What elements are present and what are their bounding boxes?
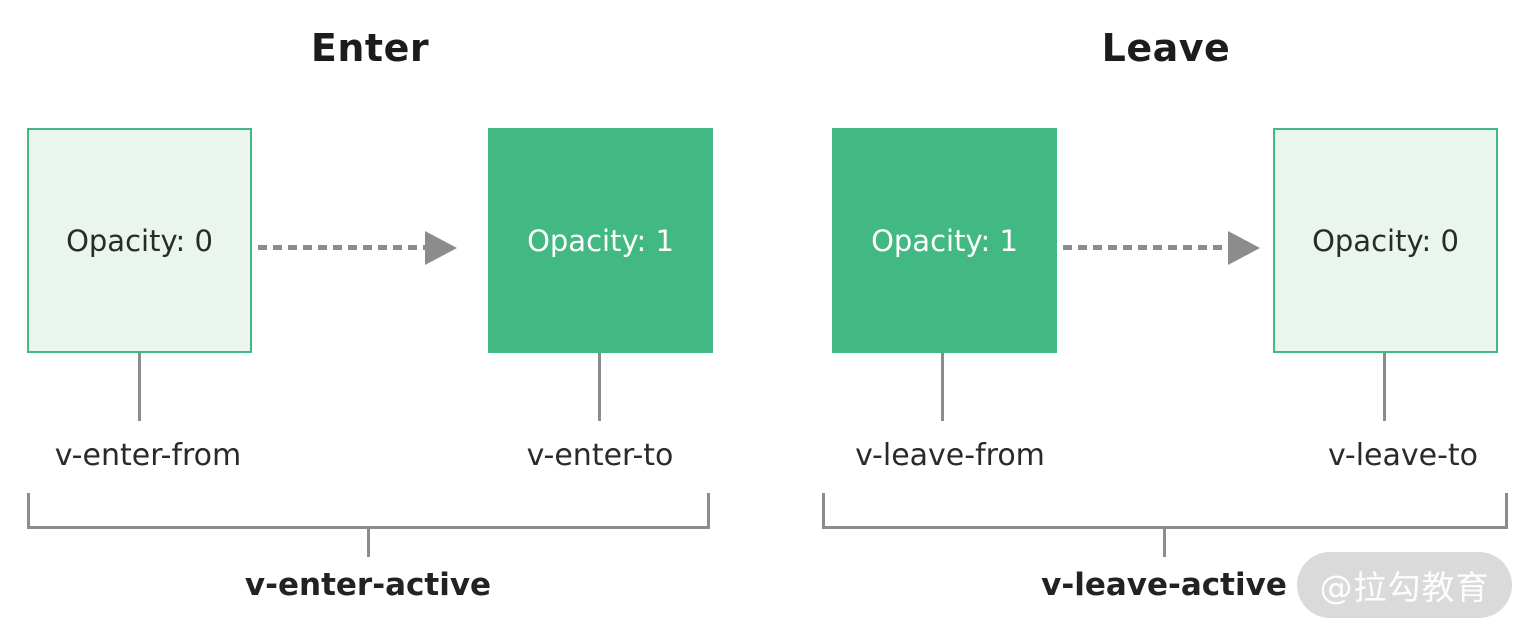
enter-bracket-left-tick xyxy=(27,493,30,529)
enter-active-class-label: v-enter-active xyxy=(244,567,492,603)
leave-from-box-label: Opacity: 1 xyxy=(871,223,1018,258)
enter-from-box: Opacity: 0 xyxy=(27,128,252,353)
enter-from-class-label: v-enter-from xyxy=(54,438,242,473)
leave-to-class-label: v-leave-to xyxy=(1327,438,1479,473)
leave-dashed-arrow-line xyxy=(1063,245,1228,250)
leave-arrow-head-icon xyxy=(1228,231,1260,265)
enter-dashed-arrow-line xyxy=(258,245,425,250)
enter-bracket-right-tick xyxy=(707,493,710,529)
leave-from-box: Opacity: 1 xyxy=(832,128,1057,353)
leave-to-connector xyxy=(1383,353,1386,421)
enter-to-class-label: v-enter-to xyxy=(526,438,674,473)
leave-to-box-label: Opacity: 0 xyxy=(1312,223,1459,258)
leave-bracket-stem xyxy=(1163,526,1166,557)
enter-to-box: Opacity: 1 xyxy=(488,128,713,353)
watermark-badge: @拉勾教育 xyxy=(1297,552,1512,618)
leave-from-connector xyxy=(941,353,944,421)
enter-arrow-head-icon xyxy=(425,231,457,265)
leave-bracket-left-tick xyxy=(822,493,825,529)
enter-to-connector xyxy=(598,353,601,421)
leave-to-box: Opacity: 0 xyxy=(1273,128,1498,353)
enter-to-box-label: Opacity: 1 xyxy=(527,223,674,258)
leave-bracket-right-tick xyxy=(1505,493,1508,529)
leave-section-title: Leave xyxy=(1101,26,1231,70)
leave-active-class-label: v-leave-active xyxy=(1041,567,1287,603)
enter-section-title: Enter xyxy=(310,26,430,70)
enter-from-connector xyxy=(138,353,141,421)
enter-bracket-stem xyxy=(367,526,370,557)
leave-from-class-label: v-leave-from xyxy=(855,438,1045,473)
enter-from-box-label: Opacity: 0 xyxy=(66,223,213,258)
watermark-text: @拉勾教育 xyxy=(1319,568,1490,607)
